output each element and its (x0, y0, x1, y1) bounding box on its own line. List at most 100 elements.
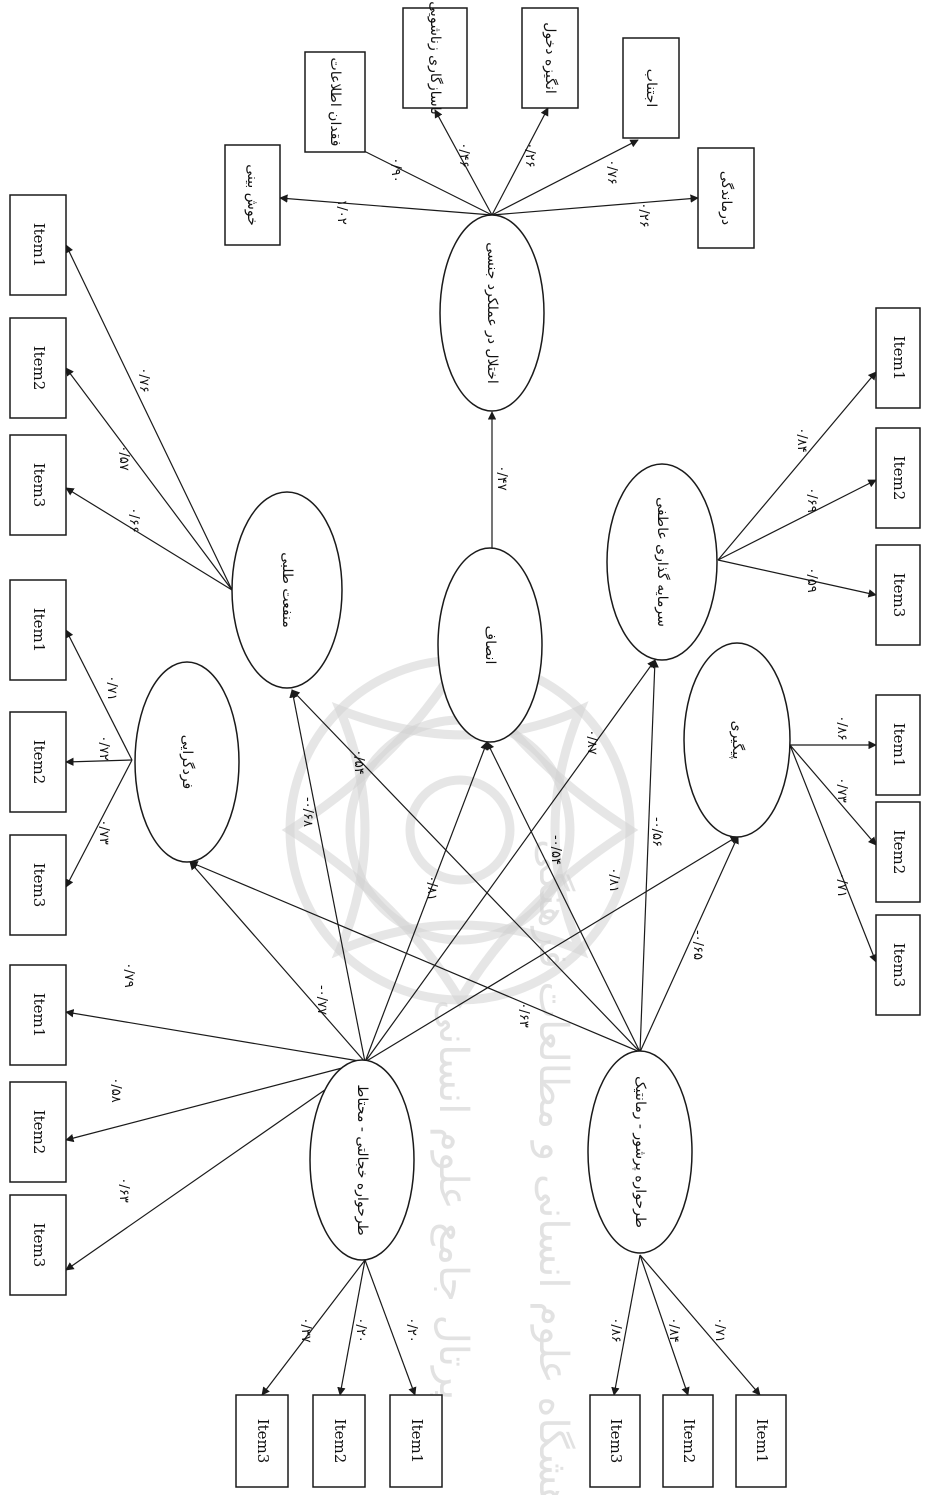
node-fairness-label: انصاف (482, 626, 498, 665)
item-box: Item2 (312, 1394, 366, 1488)
item-box: Item2 (662, 1394, 714, 1488)
edge-ex-b2 (337, 1259, 366, 1396)
edge-sex-avoid (491, 139, 639, 216)
edge-ex-ind (189, 861, 366, 1063)
node-self-interest-label: منفعت طلبی (279, 552, 295, 627)
box-dissatisfaction: ناسازگاری زناشویی (402, 1, 468, 115)
item-box: Item3 (875, 544, 921, 646)
coef-rom-b2: ۰/۸۴ (666, 1317, 681, 1342)
coef-pers-i1: ۰/۸۶ (834, 715, 849, 740)
coef-sex-avoid: ۰/۷۶ (604, 159, 619, 184)
item-label: Item3 (30, 1223, 48, 1268)
item-label: Item2 (30, 346, 48, 391)
edge-self-i1 (65, 244, 233, 591)
node-emotional-investment: سرمایه گذاری عاطفی (606, 463, 718, 661)
item-box: Item3 (589, 1394, 641, 1488)
coef-ex-pers: ۰/۸۱ (606, 867, 621, 892)
box-helplessness: درماندگی (697, 147, 755, 249)
coef-ind-i3: ۰/۷۳ (96, 819, 111, 844)
edge-ind-i3 (65, 759, 133, 888)
coef-ex-b2: ۰/۲۰ (353, 1317, 368, 1342)
item-box: Item1 (875, 307, 921, 409)
edge-pers-i3 (789, 744, 878, 963)
edge-rom-b1 (639, 1254, 761, 1396)
item-label: Item3 (607, 1419, 625, 1464)
item-box: Item3 (9, 434, 67, 536)
coef-ind-i2: ۰/۷۲ (96, 735, 111, 760)
item-label: Item1 (890, 336, 908, 381)
item-boxes: Item1 Item2 Item3 Item1 Item2 Item3 Item… (9, 194, 921, 1488)
edge-emo-i1 (717, 371, 877, 561)
box-avoidance: اجتناب (622, 37, 680, 139)
item-label: Item2 (30, 740, 48, 785)
item-label: Item3 (890, 943, 908, 988)
coef-sex-dissat: ۰/۴۶ (456, 142, 471, 167)
item-box: Item2 (875, 427, 921, 529)
node-exploitative-schema-label: طرحواره خجالتی - محتاط (354, 1084, 370, 1235)
edge-emo-i2 (717, 479, 877, 561)
item-box: Item2 (9, 1081, 67, 1183)
coef-sex-pleasure: ۱/۰۲ (334, 199, 349, 224)
edge-self-i3 (65, 487, 233, 591)
node-romantic-schema: طرحواره پرشور - رمانتیک (587, 1050, 693, 1254)
edge-sex-motiv (491, 107, 549, 216)
item-label: Item2 (890, 456, 908, 501)
edge-rom-ind (189, 861, 641, 1053)
coef-ex-emo: ۰/۸۷ (584, 729, 599, 754)
edge-sex-pleasure (279, 194, 493, 216)
watermark-line-1: پژوهشگاه علوم انسانی و مطالعات فرهنگی (530, 839, 576, 1495)
coef-rom-fair: -۰/۵۴ (548, 835, 563, 865)
node-emotional-investment-label: سرمایه گذاری عاطفی (654, 497, 671, 627)
coef-self-i1: ۰/۷۶ (136, 367, 151, 392)
coef-pers-i2: ۰/۷۳ (834, 777, 849, 802)
node-sexual-dysfunction-label: اختلال در عملکرد جنسی (484, 242, 500, 383)
box-pleasure: خوش بینی (224, 144, 281, 246)
watermark-line-2: پرتال جامع علوم انسانی (430, 1000, 476, 1401)
coef-sex-info: ۰/۹۰ (388, 157, 403, 182)
box-pleasure-label: خوش بینی (244, 164, 260, 225)
item-label: Item3 (254, 1419, 272, 1464)
box-motivation-label: انگیزه دخول (542, 22, 559, 94)
item-label: Item2 (680, 1419, 698, 1464)
coef-fair-sex: ۰/۴۷ (494, 465, 509, 490)
edge-emo-i3 (717, 559, 877, 598)
node-fairness: انصاف (437, 547, 543, 743)
box-helplessness-label: درماندگی (718, 171, 735, 225)
node-self-interest: منفعت طلبی (231, 491, 343, 689)
edge-ind-i1 (65, 629, 133, 761)
edge-ex-fair (364, 741, 489, 1063)
edge-rom-fair (486, 741, 641, 1053)
item-label: Item1 (408, 1419, 426, 1464)
item-label: Item3 (890, 573, 908, 618)
item-box: Item1 (735, 1394, 787, 1488)
coef-emo-i3: ۰/۵۹ (804, 567, 819, 592)
coef-ex-ind: -۰/۷۷ (314, 985, 329, 1015)
edge-ex-b3 (261, 1259, 366, 1396)
edges (65, 107, 878, 1396)
box-info-lack: فقدان اطلاعات (304, 51, 366, 153)
coef-ex-li3: ۰/۶۳ (116, 1177, 131, 1202)
edge-rom-b3 (611, 1254, 641, 1396)
item-box: Item3 (9, 834, 67, 936)
coef-rom-ind: ۰/۶۳ (516, 1002, 531, 1027)
edge-ex-li2 (65, 1061, 366, 1143)
item-box: Item1 (9, 194, 67, 296)
coef-rom-pers: -۰/۶۵ (690, 930, 705, 960)
edge-ind-i2 (65, 757, 133, 766)
edge-rom-b2 (639, 1254, 690, 1396)
item-label: Item1 (753, 1419, 771, 1464)
coef-ex-b1: ۰/۲۰ (404, 1317, 419, 1342)
watermark-text: پژوهشگاه علوم انسانی و مطالعات فرهنگی پر… (430, 839, 576, 1495)
edge-pers-i2 (789, 744, 877, 846)
edge-ex-self (289, 689, 366, 1063)
coef-ex-self: -۰/۶۸ (300, 797, 315, 827)
item-box: Item3 (875, 914, 921, 1016)
item-label: Item1 (890, 723, 908, 768)
box-dissatisfaction-label: ناسازگاری زناشویی (427, 1, 444, 114)
coef-rom-b3: ۰/۸۶ (608, 1317, 623, 1342)
item-box: Item3 (235, 1394, 289, 1488)
node-individualism: فردگرایی (134, 661, 240, 863)
node-persistence-label: پیگیری (729, 721, 746, 760)
item-box: Item1 (9, 964, 67, 1066)
